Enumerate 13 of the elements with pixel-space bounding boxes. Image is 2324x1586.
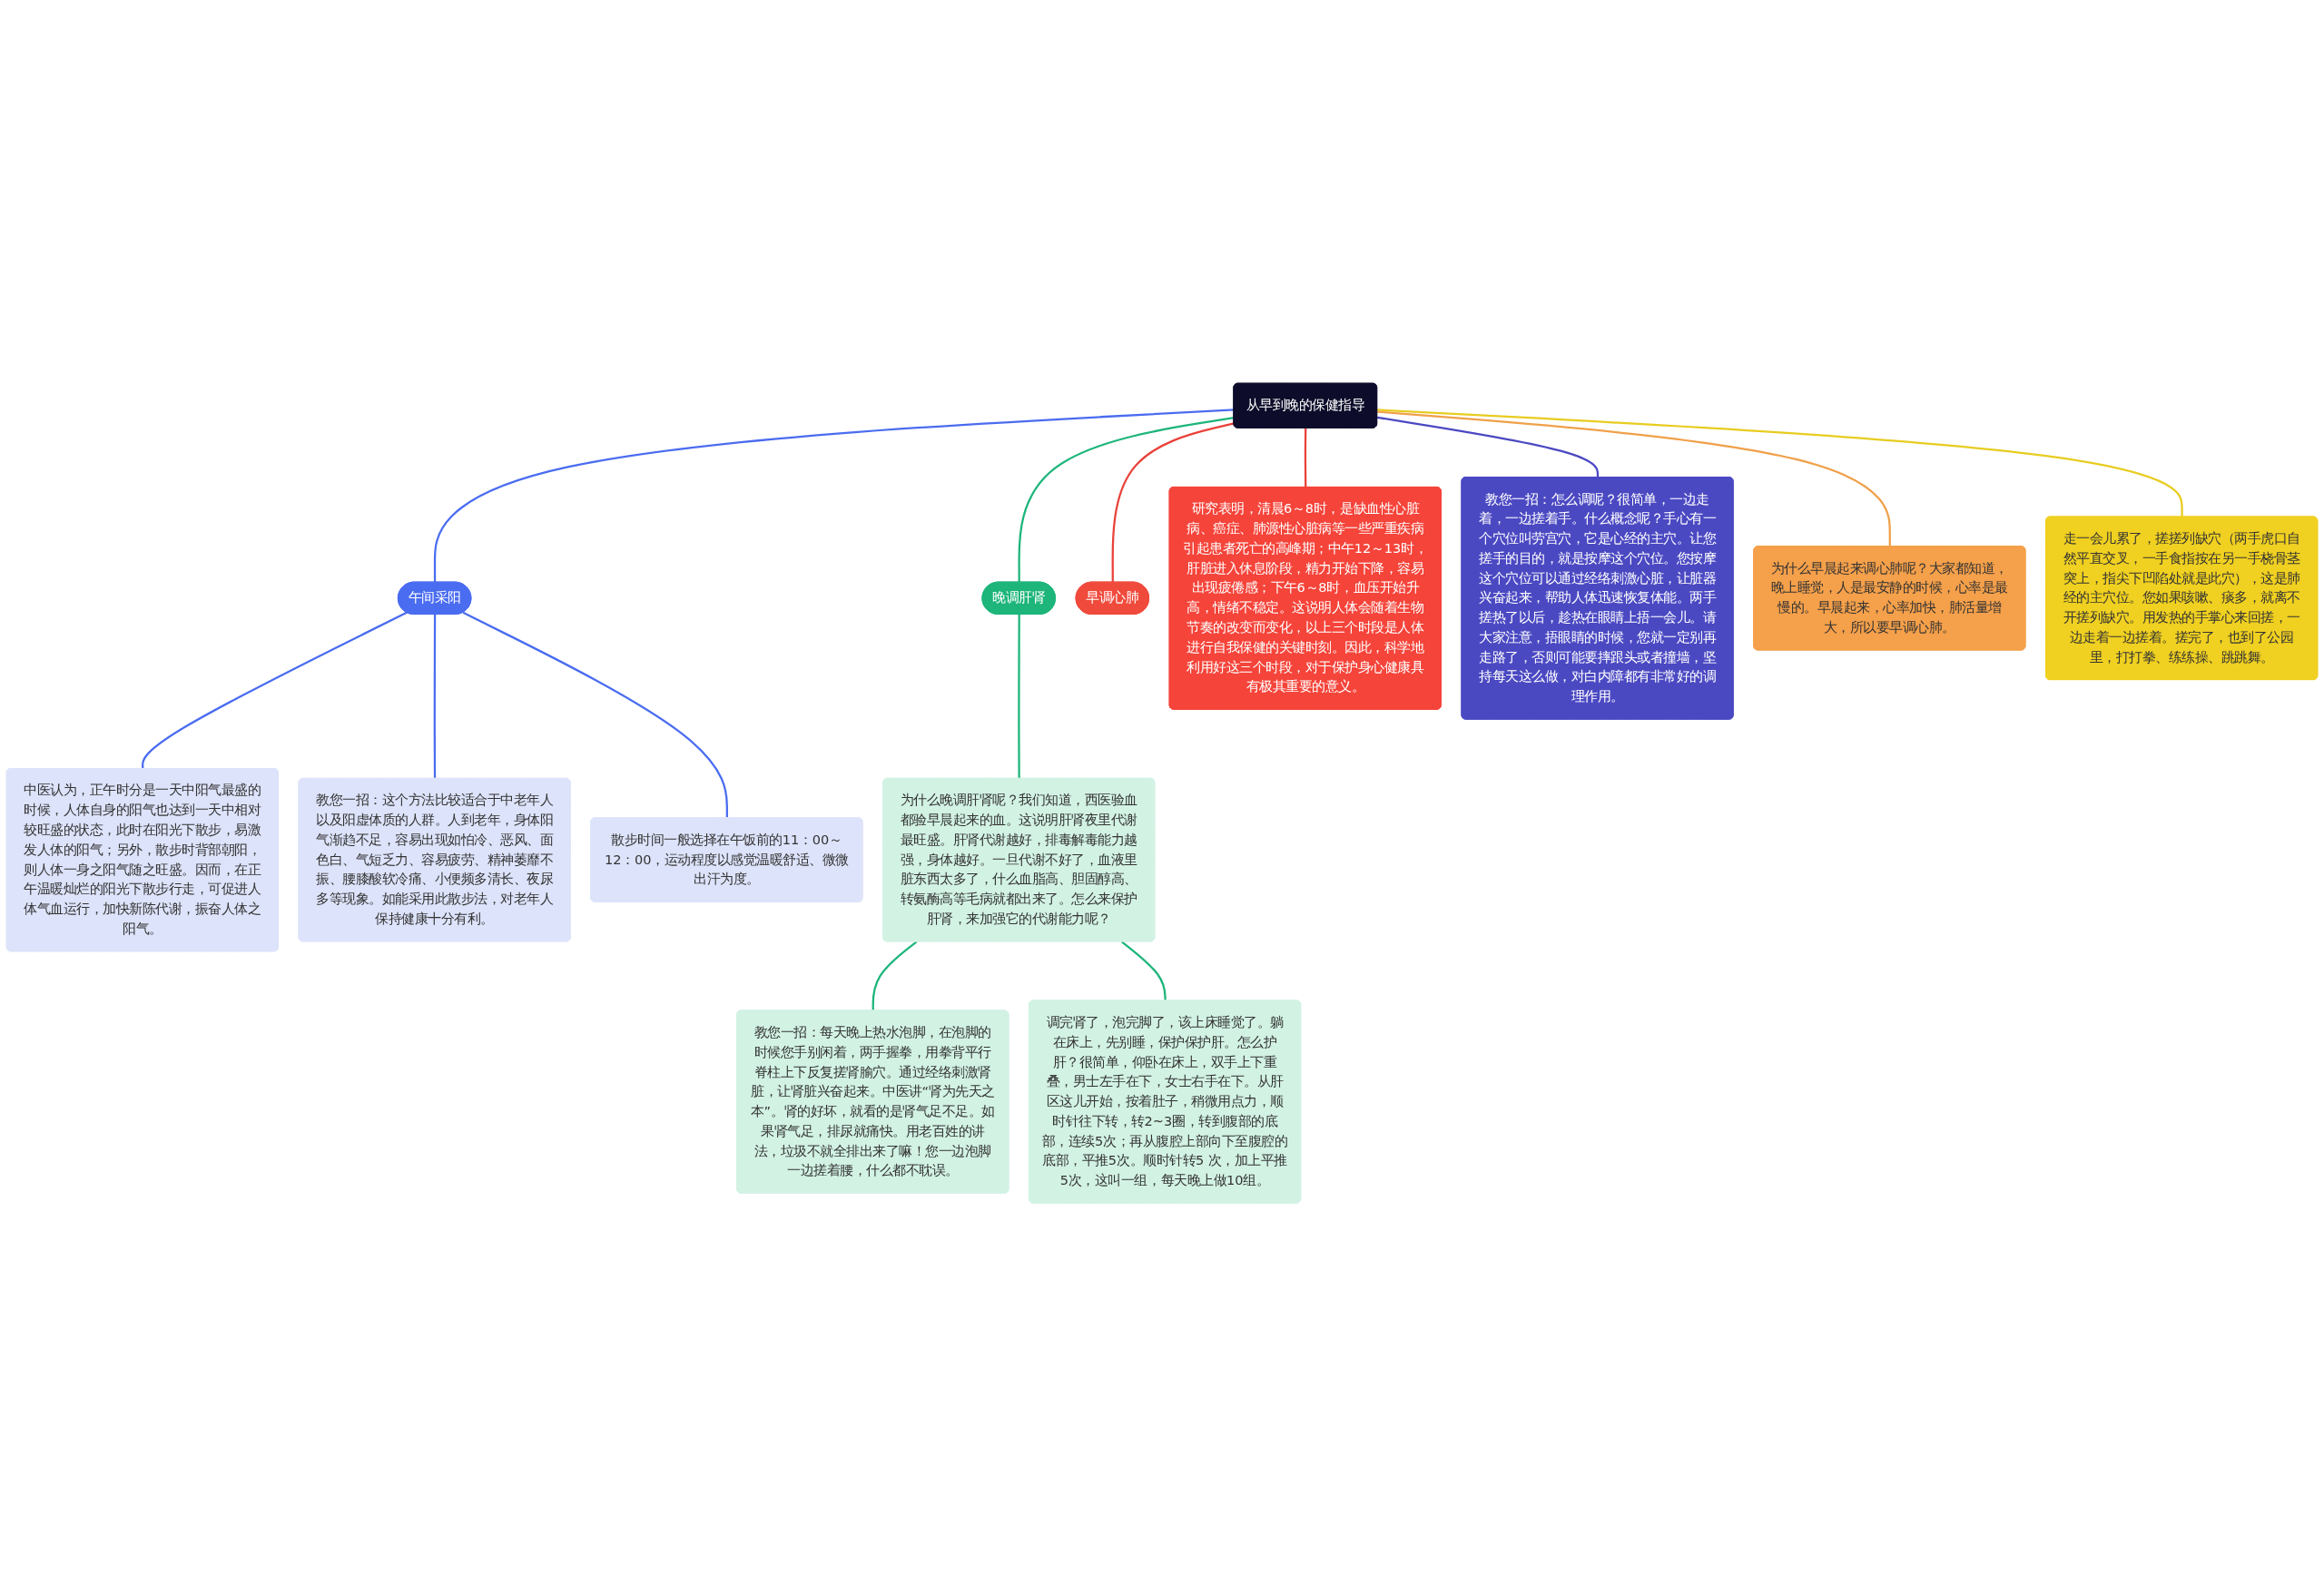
connector [433, 409, 1235, 583]
connector [1376, 416, 1600, 478]
connector [1377, 409, 2183, 517]
connector [433, 614, 437, 779]
connector [142, 611, 408, 769]
connector [1120, 941, 1167, 1001]
connector [1018, 416, 1235, 583]
connector [1111, 422, 1235, 583]
connector [1304, 428, 1307, 488]
connector [462, 611, 728, 819]
connector [1018, 614, 1020, 779]
connector [1377, 410, 1891, 547]
connector [872, 941, 918, 1011]
